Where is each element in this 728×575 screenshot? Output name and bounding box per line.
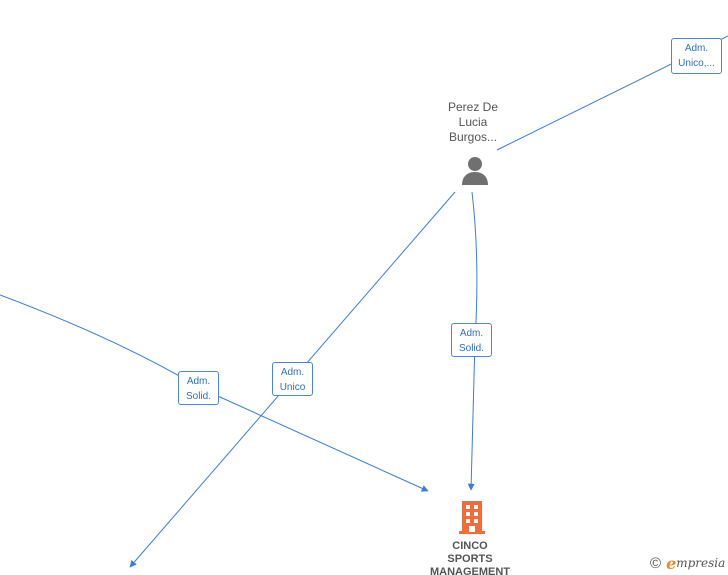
edge-label-adm-solid-left[interactable]: Adm. Solid. [178,371,219,405]
person-name-line: Perez De [447,100,499,114]
edge-label-line: Unico [279,382,306,393]
edge-label-line: Unico,... [678,58,715,69]
copyright-brand: © e mpresia [650,553,725,573]
edge-label-line: Adm. [186,376,211,387]
company-name-line: MANAGEMENT [429,566,511,575]
person-name-line: Lucia [458,115,488,129]
company-node-name[interactable]: CINCO SPORTS MANAGEMENT [415,540,525,575]
edge-label-line: Adm. [684,43,709,54]
person-node-name[interactable]: Perez De Lucia Burgos... [432,100,514,145]
edge-label-adm-solid-right[interactable]: Adm. Solid. [451,323,492,357]
edge-label-line: Adm. [280,367,305,378]
edge-label-line: Adm. [459,328,484,339]
brand-logo-text: mpresia [676,556,726,570]
edge-label-adm-unico-mid[interactable]: Adm. Unico [272,362,313,396]
edge-label-line: Solid. [185,391,211,402]
person-icon[interactable] [460,155,490,187]
edge-label-adm-unico-top[interactable]: Adm. Unico,... [671,38,722,74]
person-name-line: Burgos... [448,130,498,144]
company-name-line: CINCO [452,540,488,552]
brand-logo-initial: e [666,553,677,573]
copyright-symbol: © [650,554,662,572]
company-name-line: SPORTS [447,553,493,565]
edge-label-line: Solid. [458,343,484,354]
company-building-icon[interactable] [458,499,486,535]
